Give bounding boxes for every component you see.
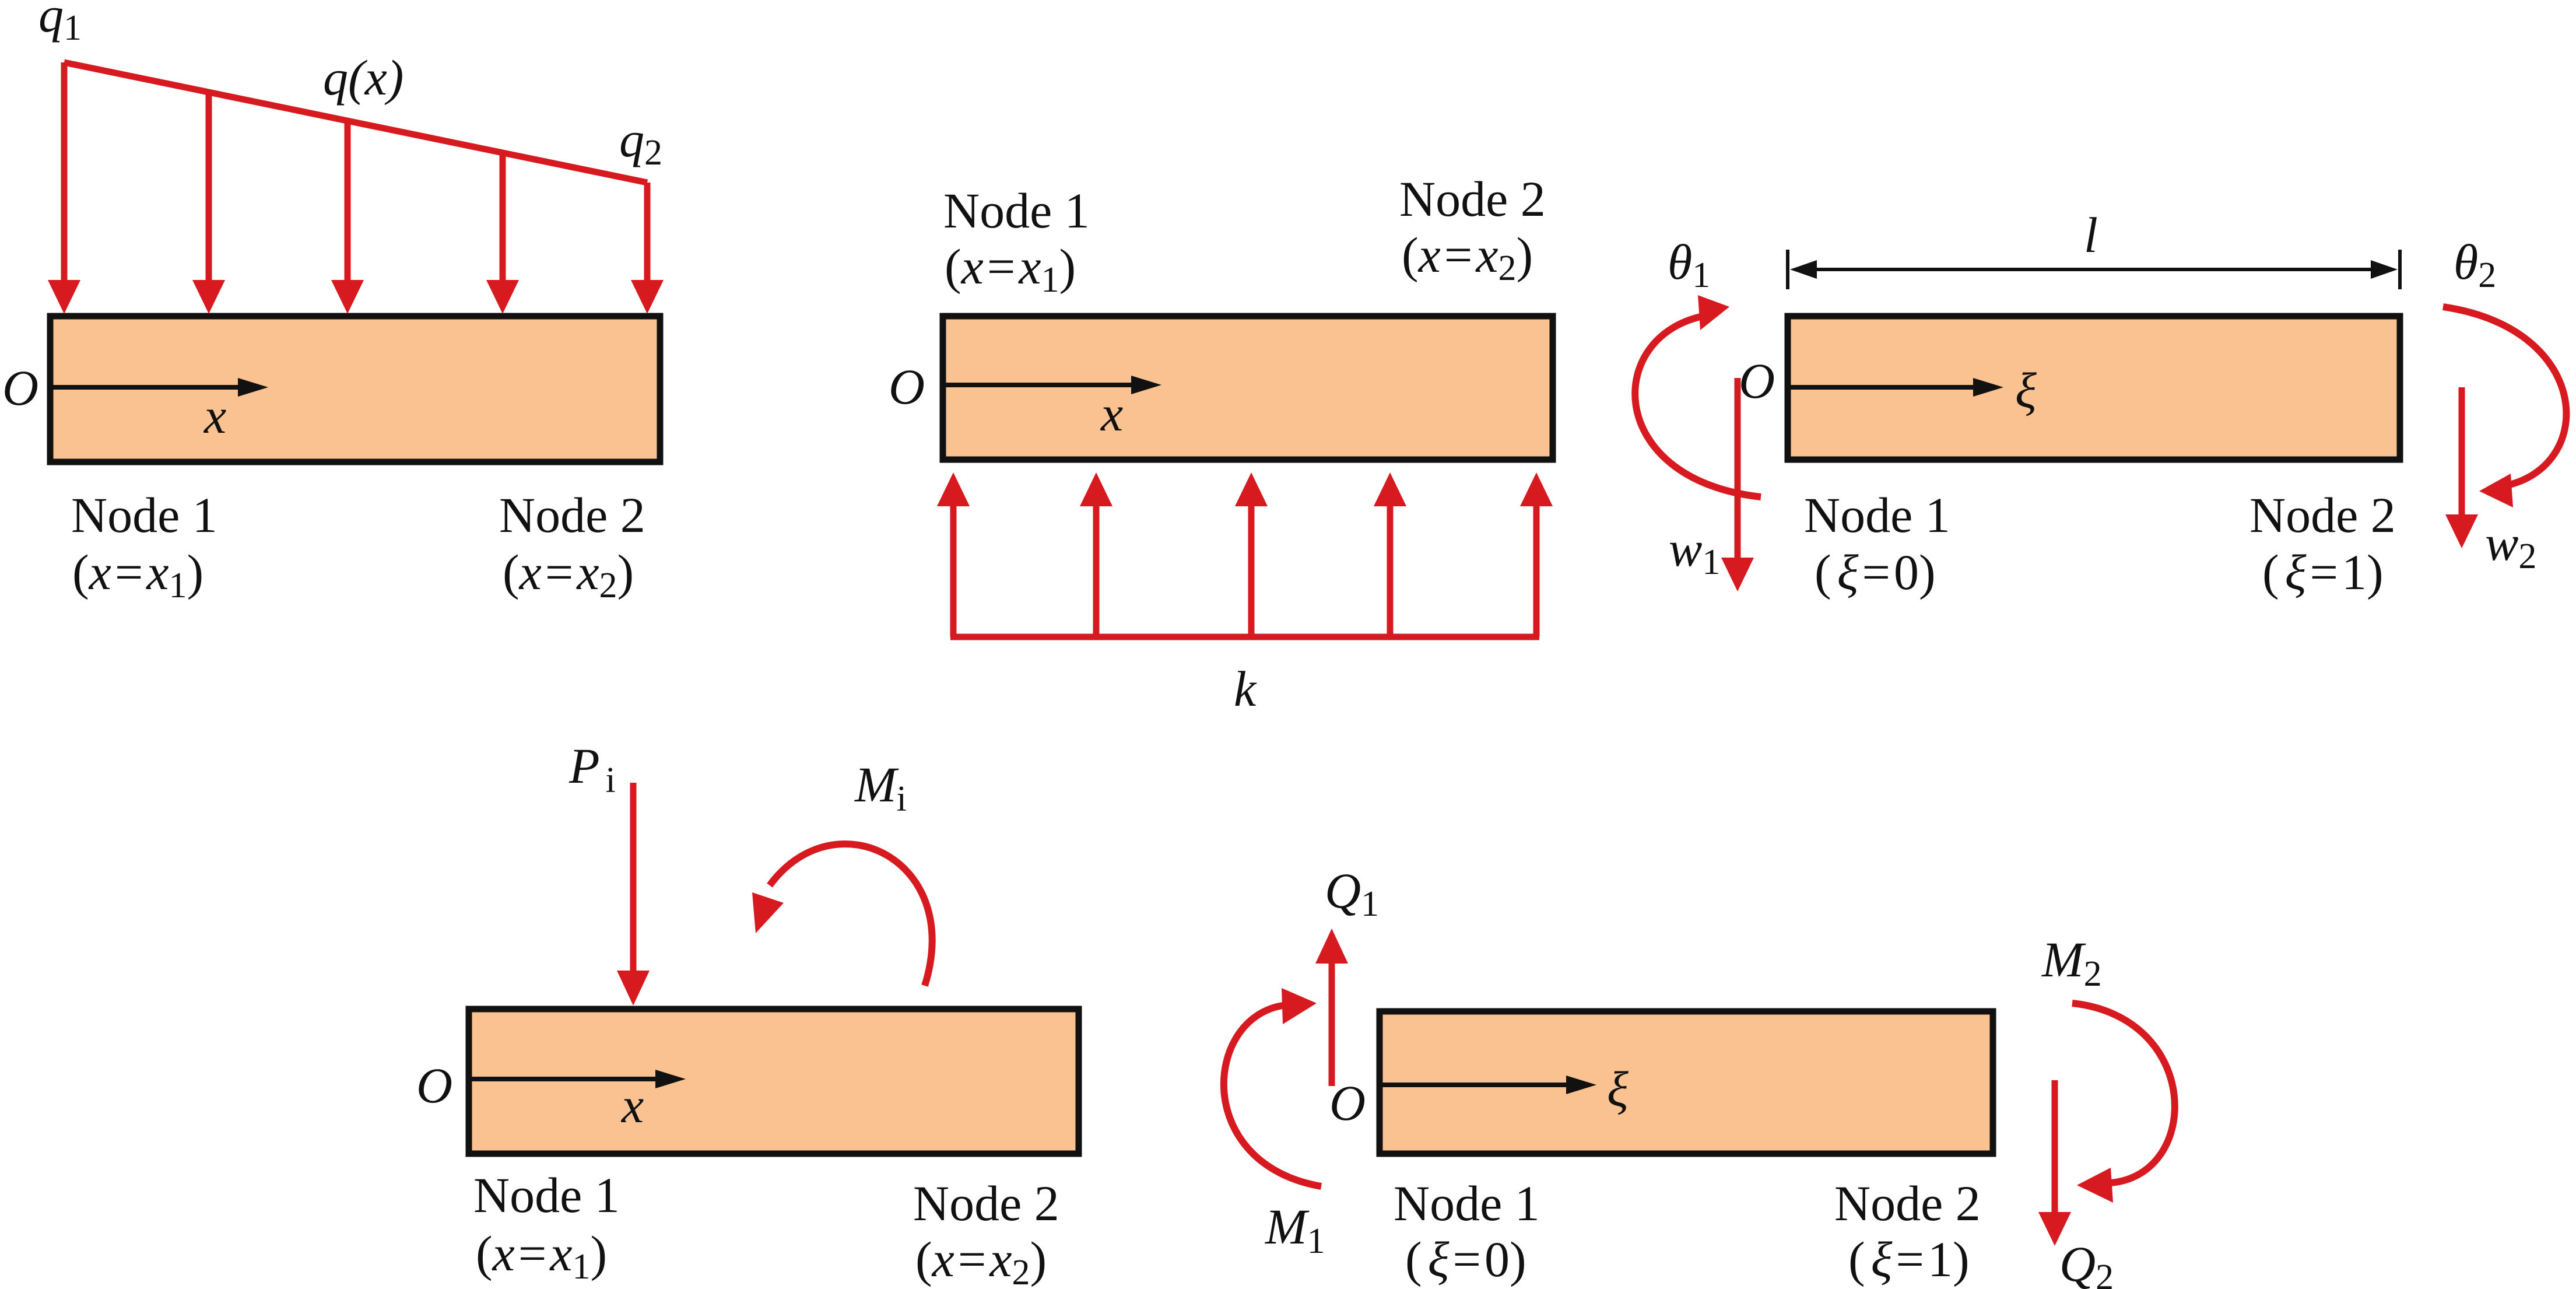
node2-label-5: Node 2: [1834, 1175, 1981, 1231]
m2-moment-arrowhead: [2077, 1168, 2113, 1203]
m1-moment-arrowhead: [1282, 988, 1317, 1024]
length-label: l: [2084, 207, 2098, 263]
q2-force-arrow-head: [2038, 1212, 2071, 1246]
xi-axis-label-5: ξ: [1607, 1061, 1629, 1117]
length-arrow-right: [2371, 260, 2398, 279]
node1-label-1: Node 1: [71, 487, 217, 543]
foundation-arrow-head-3: [1235, 472, 1268, 506]
node2-label-4: Node 2: [913, 1175, 1059, 1231]
q1-label: q1: [38, 0, 82, 48]
panel-nodal-displacements: l θ1 w1 O ξ θ2 w2 Node 1 (ξ=0) Node 2 (ξ…: [1631, 207, 2570, 600]
foundation-arrow-head-4: [1374, 472, 1406, 506]
load-arrow-head-3: [331, 280, 364, 314]
node2-label-3: Node 2: [2249, 487, 2396, 543]
point-moment-arc: [767, 840, 936, 987]
point-moment-arrowhead: [752, 892, 784, 933]
m2-moment-label: M2: [2041, 931, 2102, 994]
load-distribution-line: [63, 59, 648, 186]
qx-label: q(x): [323, 50, 403, 106]
node2-coord-3: (ξ=1): [2262, 544, 2384, 600]
node2-label-2: Node 2: [1399, 171, 1546, 227]
foundation-springs: [937, 472, 1553, 640]
node1-coord-1: (x=x1): [72, 544, 203, 605]
node2-coord-5: (ξ=1): [1848, 1231, 1970, 1287]
xi-axis-arrowhead-3: [1973, 378, 2003, 397]
node1-label-3: Node 1: [1804, 487, 1950, 543]
origin-label-2: O: [889, 359, 925, 415]
node1-label-2: Node 1: [943, 183, 1090, 239]
q2-label: q2: [619, 111, 662, 173]
node1-label-4: Node 1: [473, 1167, 620, 1223]
node2-coord-1: (x=x2): [503, 544, 634, 605]
beam-2: [939, 313, 1556, 463]
x-axis-label-4: x: [620, 1077, 644, 1133]
m1-moment-arc: [1220, 1002, 1322, 1190]
node1-coord-2: (x=x1): [945, 239, 1076, 300]
node1-coord-4: (x=x1): [476, 1225, 607, 1287]
node1-label-5: Node 1: [1394, 1175, 1540, 1231]
xi-axis-arrowhead-5: [1566, 1076, 1596, 1094]
load-arrow-head-1: [48, 280, 80, 314]
foundation-arrow-head-2: [1080, 472, 1112, 506]
xi-axis-label-3: ξ: [2015, 362, 2037, 418]
x-axis-label-2: x: [1100, 386, 1123, 442]
distributed-load-arrows: [48, 62, 664, 314]
theta2-rotation-arrowhead: [2479, 474, 2513, 507]
node2-label-1: Node 2: [499, 487, 645, 543]
origin-label-3: O: [1739, 353, 1775, 409]
theta2-label: θ2: [2454, 234, 2496, 295]
w2-arrow-head: [2445, 514, 2478, 548]
x-axis-arrowhead-2: [1131, 376, 1161, 394]
node1-coord-5: (ξ=0): [1405, 1231, 1526, 1287]
point-moment-label: Mi: [854, 756, 907, 819]
w2-label: w2: [2485, 515, 2536, 576]
w1-arrow-head: [1721, 558, 1754, 591]
m2-moment-arc: [2072, 1000, 2178, 1186]
load-arrow-head-2: [192, 280, 225, 314]
node2-coord-2: (x=x2): [1402, 227, 1533, 288]
w1-label: w1: [1669, 521, 1720, 582]
x-axis-arrowhead-1: [238, 378, 268, 397]
x-axis-label-1: x: [203, 388, 226, 444]
q1-force-arrow-head: [1315, 929, 1348, 964]
m1-moment-label: M1: [1264, 1199, 1325, 1261]
foundation-arrow-head-1: [937, 472, 970, 506]
x-axis-arrowhead-4: [655, 1070, 686, 1088]
node1-coord-3: (ξ=0): [1815, 544, 1936, 600]
panel-elastic-foundation: Node 1 (x=x1) Node 2 (x=x2) O x k: [889, 171, 1556, 717]
theta1-rotation-arrowhead: [1698, 295, 1729, 330]
q2-force-label: Q2: [2059, 1236, 2114, 1289]
panel-nodal-forces: Q1 M1 O ξ M2 Q2 Node 1 (ξ=0) Node 2 (ξ=1…: [1220, 863, 2178, 1289]
theta2-rotation-arc: [2442, 303, 2570, 490]
node2-coord-4: (x=x2): [915, 1231, 1047, 1289]
load-arrow-head-5: [631, 280, 664, 314]
length-arrow-left: [1790, 260, 1817, 279]
panel-distributed-load: O x q1 q(x) q2 Node 1 (x=x1) Node 2 (x=x…: [2, 0, 664, 605]
origin-label-5: O: [1329, 1075, 1366, 1131]
theta1-rotation-arc: [1631, 311, 1761, 500]
origin-label-4: O: [416, 1057, 452, 1113]
q1-force-label: Q1: [1325, 863, 1379, 924]
origin-label-1: O: [2, 360, 38, 416]
load-arrow-head-4: [486, 280, 519, 314]
theta1-label: θ1: [1668, 234, 1710, 295]
foundation-arrow-head-5: [1520, 472, 1553, 506]
point-load-arrow-head: [617, 971, 650, 1006]
foundation-stiffness-label: k: [1234, 661, 1257, 717]
